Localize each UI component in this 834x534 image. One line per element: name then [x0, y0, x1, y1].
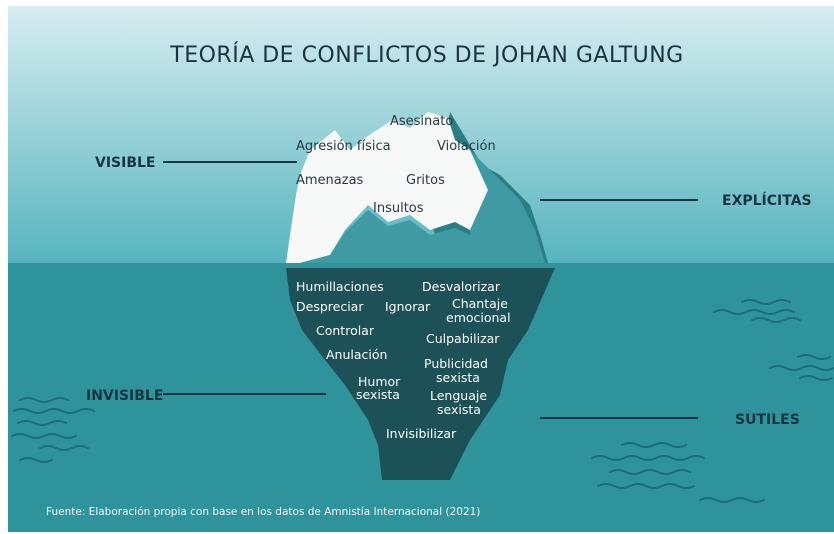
iceberg-white-face: [286, 112, 488, 263]
word-controlar: Controlar: [316, 323, 375, 338]
word-ignorar: Ignorar: [385, 299, 431, 314]
label-sutiles: SUTILES: [735, 412, 800, 428]
iceberg-above-water: [286, 112, 548, 263]
source-note: Fuente: Elaboración propia con base en l…: [46, 506, 480, 518]
word-insultos: Insultos: [373, 201, 424, 216]
wave-right-1: [741, 299, 791, 305]
iceberg-under-water: [286, 268, 555, 480]
wave-right-5: [769, 365, 834, 371]
wave-left-3: [17, 420, 67, 426]
diagram-title: TEORÍA DE CONFLICTOS DE JOHAN GALTUNG: [169, 42, 683, 68]
wave-low-1: [621, 442, 687, 448]
wave-left-1: [19, 397, 69, 403]
word-desvalorizar: Desvalorizar: [422, 279, 501, 294]
wave-low-4: [597, 483, 695, 489]
wave-left-2: [13, 408, 95, 414]
word-lenguaje: Lenguaje: [430, 388, 487, 403]
wave-right-4: [797, 354, 831, 360]
word-humor: Humor: [358, 374, 401, 389]
wave-left-4: [11, 433, 77, 439]
word-humillaciones: Humillaciones: [296, 279, 384, 294]
label-invisible: INVISIBLE: [86, 388, 163, 404]
wave-left-6: [19, 457, 53, 463]
word-violacion: Violación: [437, 139, 496, 154]
word-publicidad-sexista: sexista: [436, 370, 480, 385]
word-lenguaje-sexista: sexista: [437, 402, 481, 417]
word-invisibilizar: Invisibilizar: [386, 426, 457, 441]
word-humor-sexista: sexista: [356, 387, 400, 402]
wave-left-5: [39, 445, 89, 451]
wave-right-6: [799, 375, 833, 381]
invisible-words: Humillaciones Desvalorizar Despreciar Ig…: [296, 279, 511, 441]
word-amenazas: Amenazas: [296, 173, 364, 188]
word-emocional: emocional: [446, 310, 511, 325]
wave-right-3: [751, 317, 801, 323]
word-anulacion: Anulación: [326, 347, 387, 362]
wave-low-2: [591, 455, 705, 461]
word-chantaje: Chantaje: [452, 296, 508, 311]
word-asesinato: Asesinato: [390, 114, 453, 129]
iceberg-inner-shade: [300, 210, 478, 263]
word-culpabilizar: Culpabilizar: [426, 331, 500, 346]
wave-low-5: [699, 497, 765, 503]
label-explicitas: EXPLÍCITAS: [722, 192, 812, 209]
wave-right-2: [713, 309, 795, 315]
iceberg-shade-mid: [470, 150, 545, 263]
waves: [11, 299, 834, 503]
label-visible: VISIBLE: [95, 155, 156, 171]
wave-low-3: [609, 469, 691, 475]
word-gritos: Gritos: [406, 173, 445, 188]
word-publicidad: Publicidad: [424, 356, 488, 371]
word-agresion-fisica: Agresión física: [296, 139, 391, 154]
word-despreciar: Despreciar: [296, 299, 364, 314]
visible-words: Asesinato Agresión física Violación Amen…: [296, 114, 496, 216]
